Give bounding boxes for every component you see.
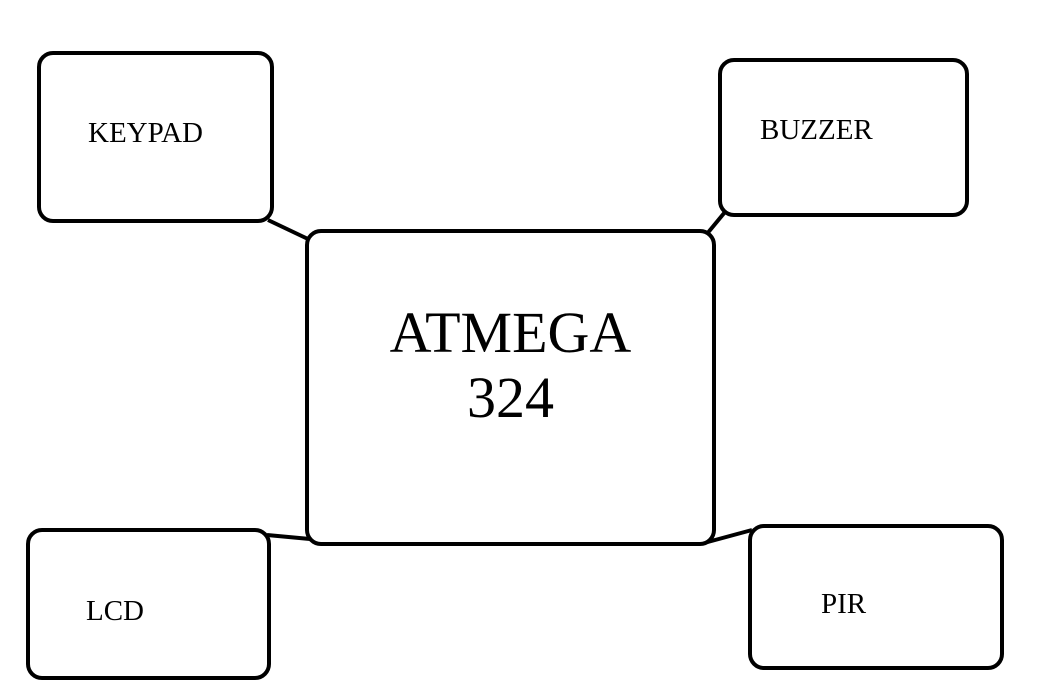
pir-label: PIR (821, 588, 867, 620)
keypad-label: KEYPAD (88, 117, 203, 149)
keypad-block: KEYPAD (37, 51, 274, 223)
buzzer-label: BUZZER (760, 114, 873, 146)
connector-pir-mcu (703, 528, 753, 545)
connector-lcd-mcu (266, 533, 311, 541)
lcd-block: LCD (26, 528, 271, 680)
buzzer-block: BUZZER (718, 58, 969, 217)
pir-block: PIR (748, 524, 1004, 670)
microcontroller-name: ATMEGA (389, 300, 632, 365)
microcontroller-block: ATMEGA 324 (305, 229, 716, 546)
microcontroller-model: 324 (467, 364, 554, 430)
connector-keypad-mcu (267, 218, 309, 241)
lcd-label: LCD (86, 595, 144, 627)
